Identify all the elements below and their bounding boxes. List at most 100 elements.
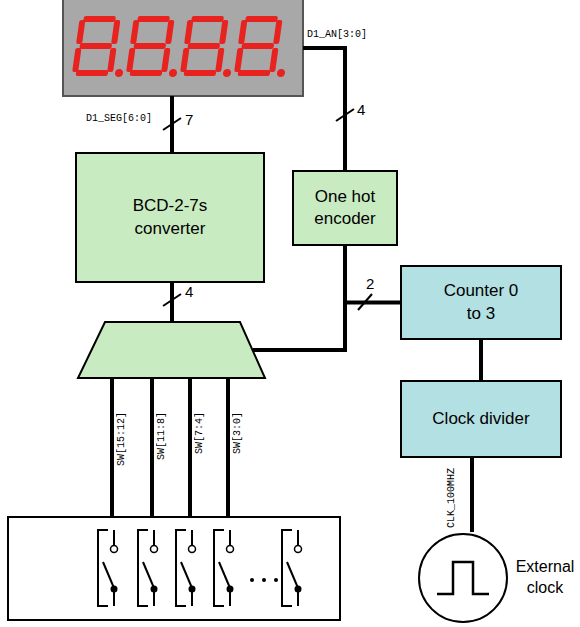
segment: [238, 20, 247, 44]
segment: [107, 48, 116, 72]
ellipsis-dot: [250, 578, 254, 582]
switch-bus: [226, 378, 230, 517]
segment: [191, 16, 224, 22]
switch-lever: [181, 562, 192, 588]
segment: [165, 20, 174, 44]
segment: [238, 70, 271, 76]
segment: [161, 48, 170, 72]
switch-contact: [151, 546, 158, 553]
bus-connector: [345, 246, 400, 303]
bus-slash: [163, 118, 181, 130]
node-text: Clock divider: [432, 408, 529, 430]
switch-bus: [150, 378, 154, 517]
switch-bus: [110, 378, 114, 517]
decimal-point: [168, 69, 177, 77]
segment: [76, 20, 85, 44]
bus-width: 7: [185, 112, 193, 127]
node-text: BCD-2-7s converter: [110, 195, 230, 239]
signal-name: D1_AN[3:0]: [307, 30, 367, 40]
process-box: Clock divider: [400, 380, 562, 458]
process-box: Counter 0 to 3: [400, 265, 562, 340]
switch-lead: [153, 530, 155, 546]
bus-connector: [470, 458, 474, 532]
segment: [184, 20, 193, 44]
segment: [184, 70, 217, 76]
segment: [111, 20, 120, 44]
ellipsis-dot: [274, 578, 278, 582]
segment: [137, 16, 170, 22]
node-text: One hot encoder: [294, 186, 396, 230]
segment: [245, 16, 278, 22]
display-digits: [71, 16, 293, 77]
ellipsis-dot: [262, 578, 266, 582]
switch-contact: [189, 546, 196, 553]
segment: [72, 48, 81, 72]
switch-lead: [297, 589, 299, 606]
segment: [273, 20, 282, 44]
pulse-symbol: [437, 562, 489, 594]
bus-width: 4: [185, 284, 193, 299]
signal-name: D1_SEG[6:0]: [86, 114, 152, 124]
bus-connector: [479, 340, 483, 380]
switch-lever: [287, 562, 298, 588]
switch-lead: [153, 589, 155, 606]
signal-name: SW[7:4]: [195, 412, 205, 454]
circle-outline: [417, 532, 509, 624]
switch-contact: [227, 546, 234, 553]
multiplexer: [78, 322, 265, 378]
node-heading: External clock: [514, 557, 576, 599]
bus-width: 4: [357, 102, 365, 117]
signal-name: SW[15:12]: [117, 412, 127, 466]
edge-label: 2: [366, 276, 374, 291]
switch-lead: [113, 530, 115, 546]
segment: [180, 48, 189, 72]
edge-label: CLK_100MHZ: [447, 468, 457, 528]
switch-lead: [113, 589, 115, 606]
signal-name: SW[11:8]: [157, 412, 167, 460]
segment: [187, 43, 220, 49]
segment: [219, 20, 228, 44]
circle-border: [419, 534, 507, 622]
switch-lead: [297, 530, 299, 546]
segment: [215, 48, 224, 72]
segment: [241, 43, 274, 49]
segment: [234, 48, 243, 72]
switch-lever: [143, 562, 154, 588]
digit: [125, 16, 185, 77]
switch-contact: [295, 546, 302, 553]
switch-contact: [111, 546, 118, 553]
segment: [269, 48, 278, 72]
decimal-point: [114, 69, 123, 77]
bus-slash: [336, 109, 354, 121]
switch-lever: [103, 562, 114, 588]
switch-lead: [191, 589, 193, 606]
switch-lever: [219, 562, 230, 588]
bus-slash: [163, 294, 181, 306]
clock-source-circle: External clock: [417, 532, 509, 624]
seven-segment-display: [63, 0, 303, 96]
digit: [179, 16, 239, 77]
switch-panel: [8, 517, 340, 620]
segment: [79, 43, 112, 49]
segment: [126, 48, 135, 72]
segment: [133, 43, 166, 49]
node-text: Counter 0 to 3: [441, 280, 521, 324]
segment: [83, 16, 116, 22]
switch-lead: [229, 530, 231, 546]
process-box: BCD-2-7s converter: [75, 152, 265, 283]
segment: [76, 70, 109, 76]
digit: [71, 16, 131, 77]
segment: [130, 20, 139, 44]
switch-symbols: [98, 530, 302, 606]
decimal-point: [222, 69, 231, 77]
decimal-point: [276, 69, 285, 77]
select-bus: [253, 300, 345, 350]
switch-lead: [229, 589, 231, 606]
switch-bus: [188, 378, 192, 517]
bcd-bus: [170, 283, 174, 322]
segment: [130, 70, 163, 76]
signal-name: SW[3:0]: [233, 412, 243, 454]
process-box: One hot encoder: [292, 170, 398, 246]
